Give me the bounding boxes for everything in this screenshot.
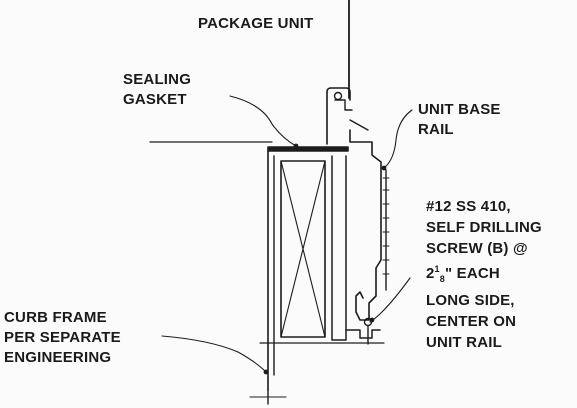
leader-unit-base-rail xyxy=(383,109,413,169)
curb-frame-label: CURB FRAME PER SEPARATE ENGINEERING xyxy=(4,309,121,366)
gasket-plate xyxy=(267,146,349,152)
bracket-screw-head xyxy=(333,91,343,101)
wood-nailer xyxy=(280,160,326,338)
rail-flange-ticks xyxy=(382,177,390,275)
sealing-gasket-label: SEALING GASKET xyxy=(123,71,192,108)
unit-base-rail-label: UNIT BASE RAIL xyxy=(418,101,501,138)
unit-bracket xyxy=(326,87,351,145)
package-unit-label: PACKAGE UNIT xyxy=(198,15,314,32)
bottom-channel xyxy=(345,329,381,339)
unit-bracket-inner xyxy=(334,99,353,111)
curb-channel xyxy=(331,155,347,341)
leader-sealing-gasket xyxy=(229,95,297,147)
leader-curb-frame xyxy=(161,335,267,373)
screw-note-label: #12 SS 410, SELF DRILLING SCREW (B) @ 21… xyxy=(426,198,542,351)
screw-spacing-line: 218" EACH xyxy=(426,264,500,284)
unit-base-rail xyxy=(349,129,382,321)
bracket-flange xyxy=(349,119,369,131)
